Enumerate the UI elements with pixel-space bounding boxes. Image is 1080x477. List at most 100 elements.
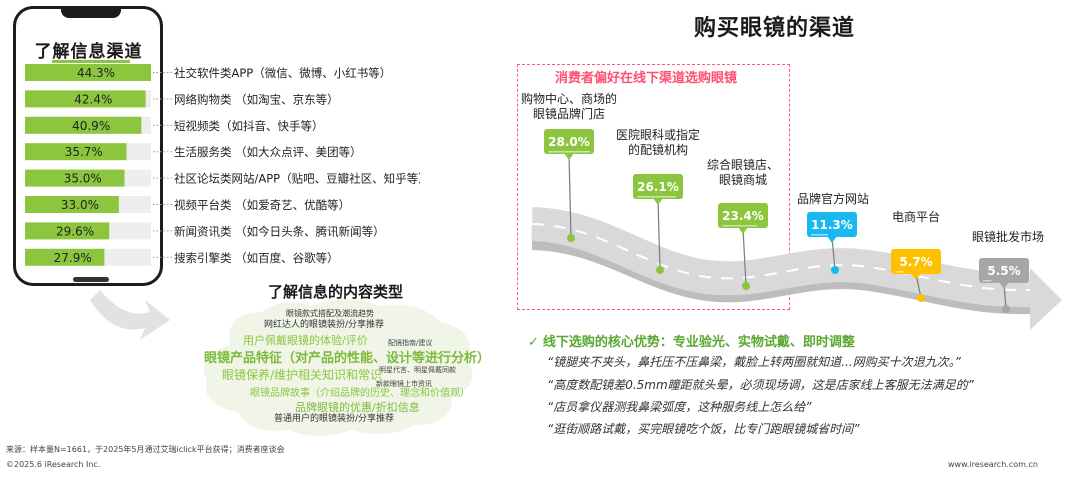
channel-value-meter (983, 280, 992, 282)
channel-marker: 26.1% (633, 174, 683, 274)
cloud-word: 眼镜产品特征（对产品的性能、设计等进行分析） (204, 351, 491, 366)
channel-value-label: 26.1% (637, 180, 679, 194)
road-surface (531, 207, 1031, 308)
cloud-word: 新款眼镜上市资讯 (376, 380, 432, 388)
page-title: 购买眼镜的渠道 (694, 16, 856, 41)
info-bar-value-label: 44.3% (77, 66, 115, 80)
channel-marker: 5.5% (979, 258, 1029, 313)
cloud-word: 眼镜品牌故事（介绍品牌的历史、理念和价值观） (250, 388, 470, 399)
road (531, 207, 1062, 330)
flow-arrow-icon (90, 290, 170, 340)
info-bar-group: 29.6%新闻资讯类 （如今日头条、腾讯新闻等） (25, 222, 385, 240)
channel-category-label: 医院眼科或指定的配镜机构 (616, 128, 700, 158)
marker-pole (831, 236, 836, 271)
quote-2: “高度数配镜差0.5mm瞳距就头晕，必须现场调，这是店家线上客服无法满足的” (547, 378, 974, 392)
advantages-title-text: 线下选购的核心优势：专业验光、实物试戴、即时调整 (542, 335, 855, 350)
quote-3: “店员拿仪器测我鼻梁弧度，这种服务线上怎么给” (547, 400, 812, 414)
copyright: ©2025.6 iResearch Inc. (6, 460, 101, 469)
info-bar-group: 33.0%视频平台类 （如爱奇艺、优酷等） (25, 196, 350, 213)
advantages-title: ✓线下选购的核心优势：专业验光、实物试戴、即时调整 (528, 331, 855, 350)
cloud-word: 用户佩戴眼镜的体验/评价 (243, 334, 368, 347)
flow-arrow (90, 290, 170, 340)
info-bar-value-label: 42.4% (74, 92, 112, 106)
info-channels-bar-chart: 44.3%社交软件类APP（微信、微博、小红书等） 42.4% 网络购物类 （如淘宝… (25, 64, 420, 266)
info-bar-value-label: 27.9% (54, 251, 92, 265)
marker-dot (1002, 305, 1010, 313)
info-bar (25, 90, 146, 108)
info-bar (25, 116, 142, 134)
channel-marker: 5.7% (891, 249, 941, 302)
channel-value-label: 11.3% (811, 218, 853, 232)
info-bar (25, 169, 125, 187)
channel-category-line: 眼镜品牌门店 (532, 107, 606, 121)
channel-category-line: 综合眼镜店、 (706, 158, 780, 172)
channel-marker: 28.0% (544, 129, 594, 242)
cloud-shape (203, 299, 473, 436)
marker-pointer (999, 282, 1009, 289)
info-bar-group: 44.3%社交软件类APP（微信、微博、小红书等） (25, 64, 391, 81)
channel-category-line: 眼镜商城 (718, 173, 768, 187)
marker-pointer (564, 153, 574, 160)
marker-dot (742, 282, 750, 290)
info-bar-group: 35.7% 生活服务类 （如大众点评、美团等） (25, 143, 362, 161)
info-bar-value-label: 33.0% (61, 198, 99, 212)
marker-pole (742, 227, 747, 287)
info-bar-value-label: 40.9% (72, 119, 110, 133)
info-bar-category-label: 生活服务类 （如大众点评、美团等） (174, 145, 362, 159)
channel-value-meter (895, 271, 904, 273)
info-channels-title: 了解信息渠道 (34, 42, 143, 62)
cloud-word: 眼镜款式搭配及潮流趋势 (286, 309, 374, 318)
info-bar-group: 35.0%社区论坛类网站/APP（贴吧、豆瓣社区、知乎等） (25, 169, 420, 187)
info-bar-value-label: 29.6% (56, 224, 94, 238)
marker-pole (657, 198, 661, 271)
quote-4: “逛街顺路试戴，买完眼镜吃个饭，比专门跑眼镜城省时间” (547, 422, 860, 436)
channel-value-badge (544, 129, 594, 154)
road-center-line (531, 223, 1031, 292)
source-note: 来源：样本量N=1661，于2025年5月通过艾瑞iclick平台获得；消费者座… (6, 445, 285, 454)
info-bar (25, 64, 151, 81)
info-bar (25, 248, 105, 266)
check-icon: ✓ (528, 335, 539, 350)
channel-value-label: 5.5% (987, 264, 1020, 278)
phone-home-button (73, 277, 109, 282)
info-bar-category-label: 短视频类（如抖音、快手等） (174, 119, 324, 133)
website-link[interactable]: www.iresearch.com.cn (948, 460, 1038, 469)
channel-value-meter (637, 196, 677, 198)
road-shadow (532, 224, 1030, 315)
road-arrow-head (1030, 268, 1062, 330)
channel-category-line: 电商平台 (891, 210, 941, 224)
channel-category-line: 品牌官方网站 (796, 192, 870, 206)
channel-category-line: 眼镜批发市场 (971, 230, 1045, 244)
channel-value-label: 5.7% (899, 255, 932, 269)
marker-dot (656, 266, 664, 274)
title-underline (52, 60, 130, 63)
word-cloud-background (203, 299, 473, 436)
channel-value-badge (633, 174, 683, 199)
channel-value-badge (718, 203, 768, 228)
offline-preference-box (517, 64, 790, 310)
channel-value-badge (807, 212, 857, 237)
offline-box-title: 消费者偏好在线下渠道选购眼镜 (555, 71, 738, 86)
channel-category-line: 的配镜机构 (627, 143, 689, 157)
channel-category-line: 购物中心、商场的 (520, 92, 618, 106)
channel-value-badge (979, 258, 1029, 283)
cloud-word: 明星代言、明星佩戴同款 (379, 366, 456, 374)
channel-category-line: 医院眼科或指定 (615, 128, 701, 142)
purchase-channels-chart: 28.0% 26.1% 23.4% 11.3% 5.7% 5.5% (531, 129, 1062, 330)
info-bar-value-label: 35.0% (64, 172, 102, 186)
cloud-word: 配镜指南/建议 (388, 339, 433, 347)
marker-pointer (827, 236, 837, 243)
marker-pointer (911, 273, 921, 280)
marker-dot (831, 266, 839, 274)
marker-dot (917, 294, 925, 302)
info-bar-value-label: 35.7% (65, 145, 103, 159)
info-bar-category-label: 网络购物类 （如淘宝、京东等） (174, 92, 339, 106)
channel-value-meter (548, 151, 590, 153)
channel-category-label: 综合眼镜店、眼镜商城 (707, 158, 779, 188)
marker-pointer (738, 227, 748, 234)
marker-pointer (653, 198, 663, 205)
channel-category-label: 购物中心、商场的眼镜品牌门店 (521, 92, 617, 122)
cloud-word: 品牌眼镜的优惠/折扣信息 (295, 401, 420, 414)
channel-value-label: 23.4% (722, 209, 764, 223)
channel-category-label: 眼镜批发市场 (972, 230, 1044, 245)
